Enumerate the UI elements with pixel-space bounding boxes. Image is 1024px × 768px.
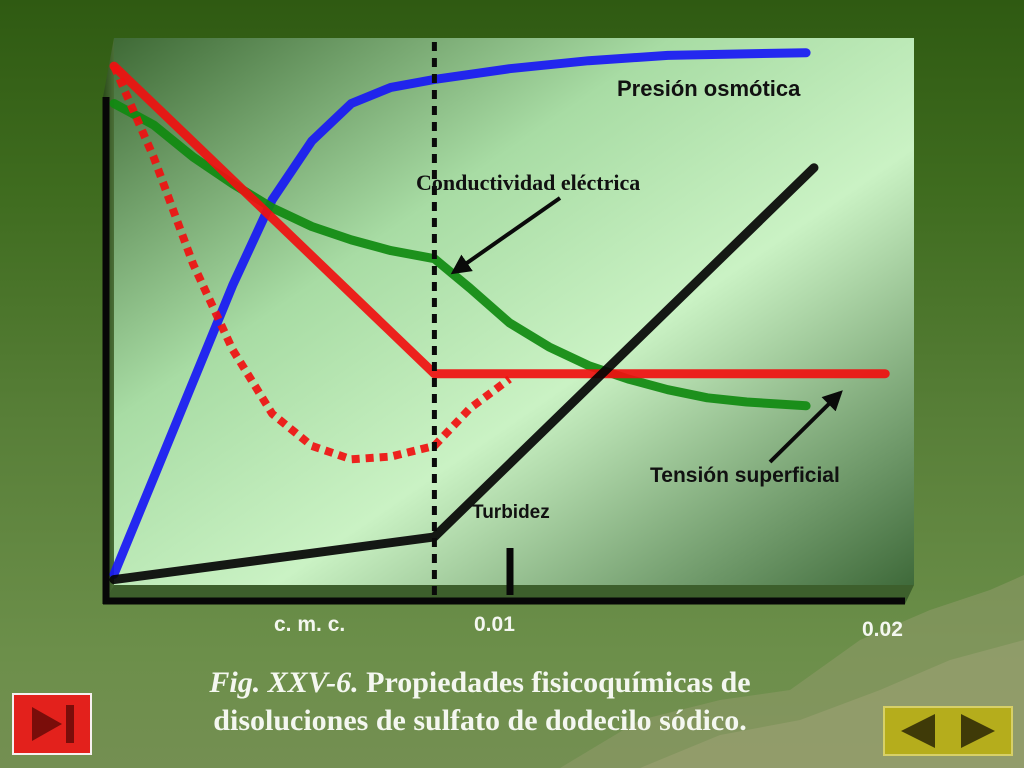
tick-label-0.01: 0.01 [474, 613, 515, 636]
previous-slide-button[interactable] [885, 708, 948, 754]
slide-navigation [883, 706, 1013, 756]
series-line-presi-n-osm-tica-0 [109, 48, 811, 579]
next-slide-button[interactable] [948, 708, 1011, 754]
next-icon [961, 714, 995, 748]
label-presion-osmotica: Presión osmótica [617, 76, 801, 101]
plot-back-wall [114, 38, 914, 585]
prev-icon [901, 714, 935, 748]
label-turbidez: Turbidez [472, 502, 550, 523]
conductividad-arrow [450, 196, 562, 275]
tick-label-cmc: c. m. c. [274, 613, 346, 636]
series-line-tensi-n-superficial-2 [109, 61, 890, 379]
series-line-dashed-3 [110, 64, 512, 464]
series-line-turbidez-4 [109, 163, 819, 585]
label-tension-superficial: Tensión superficial [650, 464, 840, 487]
end-icon [32, 705, 74, 743]
tension-arrow [768, 390, 843, 464]
figure-caption-text: Propiedades fisicoquímicas de disolucion… [213, 666, 751, 737]
tick-label-0.02: 0.02 [862, 618, 903, 641]
figure-caption: Fig. XXV-6. Propiedades fisicoquímicas d… [150, 664, 810, 740]
chart [102, 38, 914, 605]
end-show-button[interactable] [12, 693, 92, 755]
label-conductividad-electrica: Conductividad eléctrica [416, 170, 641, 195]
figure-number: Fig. XXV-6. [209, 666, 359, 699]
